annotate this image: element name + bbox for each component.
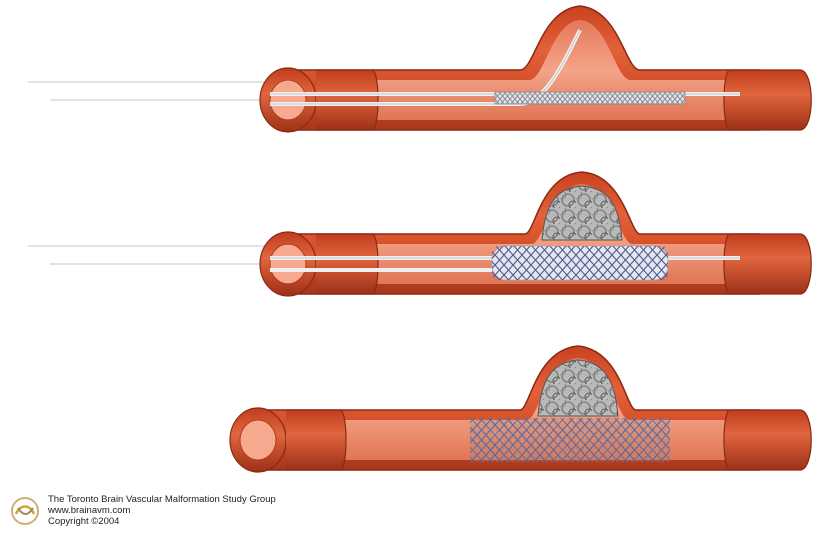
vessel-right-end — [724, 410, 811, 470]
stent-deployed — [492, 246, 668, 280]
panel-step-3 — [230, 346, 811, 472]
credit-website: www.brainavm.com — [48, 505, 276, 516]
credit-copyright: Copyright ©2004 — [48, 516, 276, 527]
credit-block: The Toronto Brain Vascular Malformation … — [8, 494, 328, 528]
vessel-left-opening-inner — [270, 80, 306, 120]
study-group-logo-icon — [8, 494, 42, 528]
panel-step-2 — [28, 172, 811, 296]
vessel-right-end — [724, 234, 811, 294]
panel-step-1 — [28, 6, 811, 132]
vessel-right-end — [724, 70, 811, 130]
vessel-left-opening-inner — [240, 420, 276, 460]
vessel-left-opening-inner — [270, 244, 306, 284]
credit-organization: The Toronto Brain Vascular Malformation … — [48, 494, 276, 505]
